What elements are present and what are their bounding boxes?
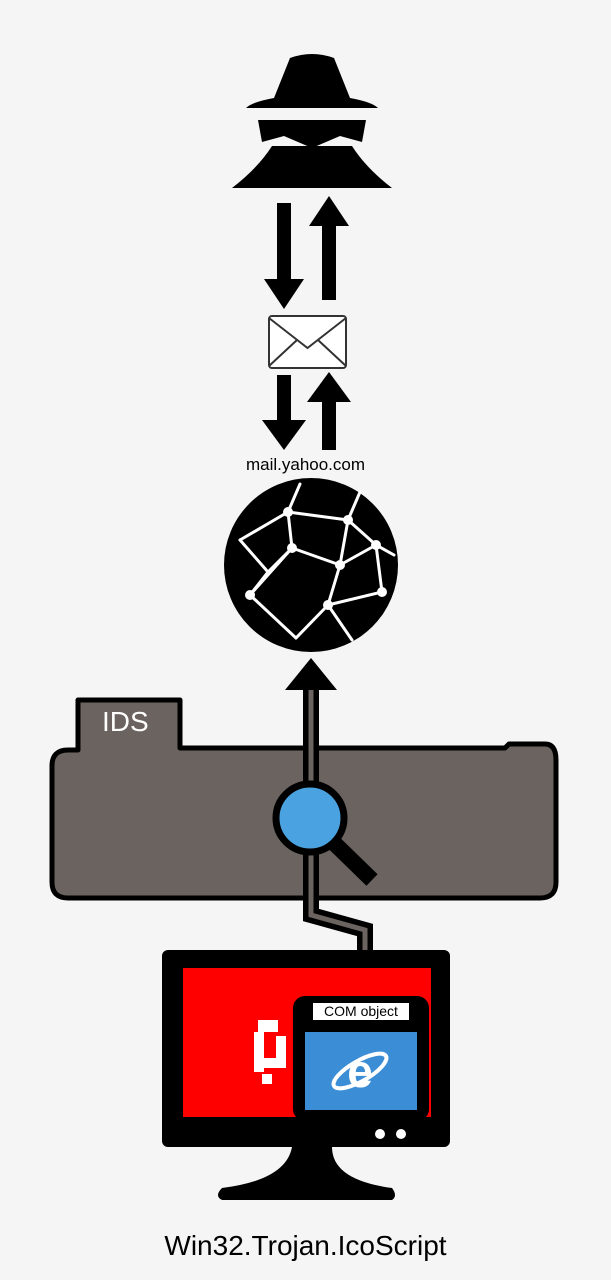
arrow-down-to-mail-icon [264,203,304,309]
arrow-up-to-attacker-icon [309,196,349,300]
server-label: mail.yahoo.com [245,455,366,474]
arrow-down-to-server-icon [262,375,306,450]
magnifier-icon [272,780,378,886]
ids-label: IDS [102,706,149,737]
internet-explorer-icon: e [331,1045,389,1097]
com-object-label: COM object [313,1003,409,1020]
envelope-icon [268,315,347,369]
com-object-window: e [293,996,429,1121]
spy-icon [232,54,392,188]
arrow-up-to-mail-icon [307,372,351,450]
diagram-caption: Win32.Trojan.IcoScript [164,1230,447,1261]
globe-network-icon [224,478,398,652]
svg-text:e: e [347,1045,373,1097]
